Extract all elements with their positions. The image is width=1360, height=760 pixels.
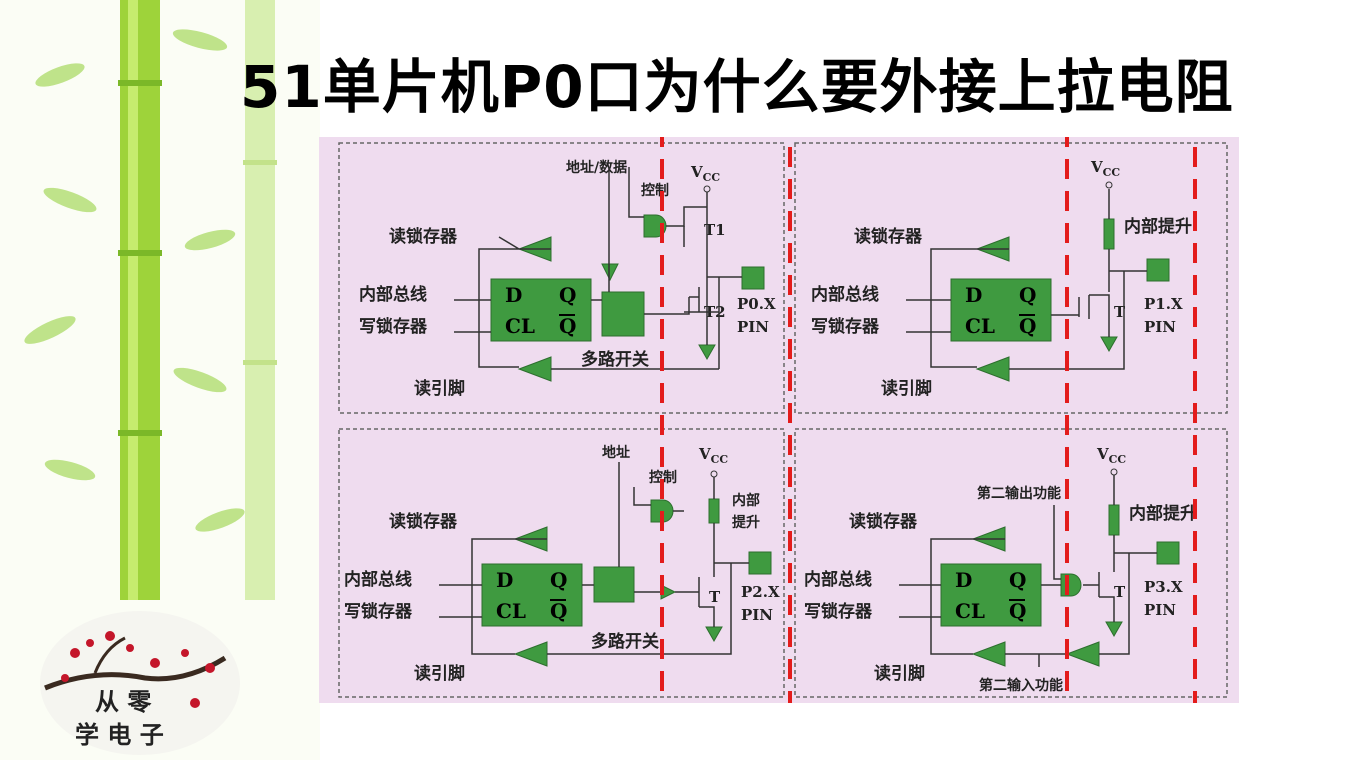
p3-pin-label-2: PIN: [1144, 601, 1176, 619]
p2-latch-qbar: Q: [550, 599, 567, 623]
logo-line-1: 从 零: [95, 687, 152, 716]
p2-ground: [705, 626, 723, 643]
p3-write-latch-label: 写锁存器: [804, 601, 873, 622]
logo-line-2: 学 电 子: [75, 720, 164, 749]
p3-t-label: T: [1114, 583, 1126, 601]
p1-latch-d: D: [965, 283, 982, 307]
p2-t-label: T: [709, 588, 721, 606]
p0-read-latch-label: 读锁存器: [389, 226, 458, 247]
p3-diagram: 读锁存器 内部总线 写锁存器 读引脚 第二输出功能 第二输入功能 内部提升 VC…: [794, 428, 1228, 698]
p1-frame: [794, 142, 1228, 414]
p2-latch-d: D: [496, 568, 513, 592]
p2-pullup-resistor: [708, 498, 720, 524]
p2-read-pin-buffer: [513, 641, 548, 667]
p2-latch-q: Q: [550, 568, 567, 592]
p2-diagram: 读锁存器 内部总线 写锁存器 读引脚 多路开关 地址 控制 内部 提升 VCC …: [338, 428, 785, 698]
p0-latch-cl: CL: [505, 314, 535, 338]
p2-mux-label: 多路开关: [591, 631, 659, 652]
p3-input-buffer: [1065, 641, 1100, 667]
p1-vcc-label: VCC: [1090, 158, 1120, 179]
p0-latch-qbar: Q: [559, 314, 576, 338]
logo: 从 零 学 电 子: [40, 611, 240, 755]
p3-pin-pad: [1156, 541, 1180, 565]
p2-vcc-label: VCC: [698, 445, 728, 466]
p1-internal-bus-label: 内部总线: [811, 284, 879, 305]
p0-write-latch-label: 写锁存器: [359, 316, 428, 337]
p0-internal-bus-label: 内部总线: [359, 284, 427, 305]
p1-read-latch-label: 读锁存器: [854, 226, 923, 247]
p0-addr-data-label: 地址/数据: [566, 159, 627, 176]
port-diagrams-panel: 读锁存器 内部总线 写锁存器 读引脚 多路开关 地址/数据 控制 VCC T1 …: [319, 113, 1239, 725]
p3-latch-cl: CL: [955, 599, 985, 623]
p0-pin-label-1: P0.X: [737, 295, 776, 313]
p3-ground: [1105, 621, 1123, 638]
p1-write-latch-label: 写锁存器: [811, 316, 880, 337]
p2-frame: [338, 428, 785, 698]
p2-pullup-label-2: 提升: [732, 514, 760, 531]
p2-write-latch-label: 写锁存器: [344, 601, 413, 622]
page-title: 51单片机P0口为什么要外接上拉电阻: [240, 53, 1234, 121]
p2-read-pin-label: 读引脚: [414, 663, 465, 684]
p0-pin-pad: [741, 266, 765, 290]
p0-frame: [338, 142, 785, 414]
p2-latch-cl: CL: [496, 599, 526, 623]
p0-read-pin-buffer: [517, 356, 552, 382]
p3-read-pin-label: 读引脚: [874, 663, 925, 684]
p2-pin-label-2: PIN: [741, 606, 773, 624]
p1-pullup-resistor: [1103, 218, 1115, 250]
p1-ground: [1100, 336, 1118, 353]
p2-pin-pad: [748, 551, 772, 575]
p0-ground: [698, 344, 716, 361]
p2-read-latch-label: 读锁存器: [389, 511, 458, 532]
p3-second-input-label: 第二输入功能: [979, 677, 1063, 694]
p3-pin-label-1: P3.X: [1144, 578, 1183, 596]
p1-t-label: T: [1114, 303, 1126, 321]
p1-latch-qbar: Q: [1019, 314, 1036, 338]
p2-pin-label-1: P2.X: [741, 583, 780, 601]
p2-latch: [481, 563, 583, 627]
p0-mux: [601, 291, 645, 337]
p2-control-label: 控制: [649, 469, 677, 486]
p0-inverter: [601, 263, 619, 282]
p2-pullup-label-1: 内部: [732, 492, 760, 509]
p3-nand-gate: [1060, 573, 1082, 597]
p3-pullup-label: 内部提升: [1129, 503, 1197, 524]
p0-diagram: 读锁存器 内部总线 写锁存器 读引脚 多路开关 地址/数据 控制 VCC T1 …: [338, 142, 785, 414]
p1-pin-pad: [1146, 258, 1170, 282]
p3-latch-q: Q: [1009, 568, 1026, 592]
p0-latch-d: D: [505, 283, 522, 307]
p1-diagram: 读锁存器 内部总线 写锁存器 读引脚 内部提升 VCC T P1.X PIN D…: [794, 142, 1228, 414]
p3-vcc-label: VCC: [1096, 445, 1126, 466]
p3-read-pin-buffer: [971, 641, 1006, 667]
p3-read-latch-label: 读锁存器: [849, 511, 918, 532]
p1-latch-cl: CL: [965, 314, 995, 338]
p0-control-label: 控制: [641, 182, 669, 199]
p3-latch-qbar: Q: [1009, 599, 1026, 623]
p1-pin-label-2: PIN: [1144, 318, 1176, 336]
p3-internal-bus-label: 内部总线: [804, 569, 872, 590]
p0-read-pin-label: 读引脚: [414, 378, 465, 399]
port-diagrams-svg: 读锁存器 内部总线 写锁存器 读引脚 多路开关 地址/数据 控制 VCC T1 …: [338, 113, 1228, 725]
p0-mux-label: 多路开关: [581, 349, 649, 370]
p1-pullup-label: 内部提升: [1124, 216, 1192, 237]
p1-read-pin-buffer: [975, 356, 1010, 382]
p0-latch-q: Q: [559, 283, 576, 307]
p1-pin-label-1: P1.X: [1144, 295, 1183, 313]
p1-latch-q: Q: [1019, 283, 1036, 307]
p2-internal-bus-label: 内部总线: [344, 569, 412, 590]
p3-latch-d: D: [955, 568, 972, 592]
p0-t1-label: T1: [704, 221, 726, 239]
p3-pullup-resistor: [1108, 504, 1120, 536]
p3-second-output-label: 第二输出功能: [977, 485, 1061, 502]
p1-latch: [950, 278, 1052, 342]
p3-latch: [940, 563, 1042, 627]
p0-vcc-label: VCC: [690, 163, 720, 184]
p1-read-pin-label: 读引脚: [881, 378, 932, 399]
p2-mux: [593, 566, 635, 603]
p0-pin-label-2: PIN: [737, 318, 769, 336]
p2-addr-label: 地址: [602, 444, 630, 461]
p0-latch: [490, 278, 592, 342]
